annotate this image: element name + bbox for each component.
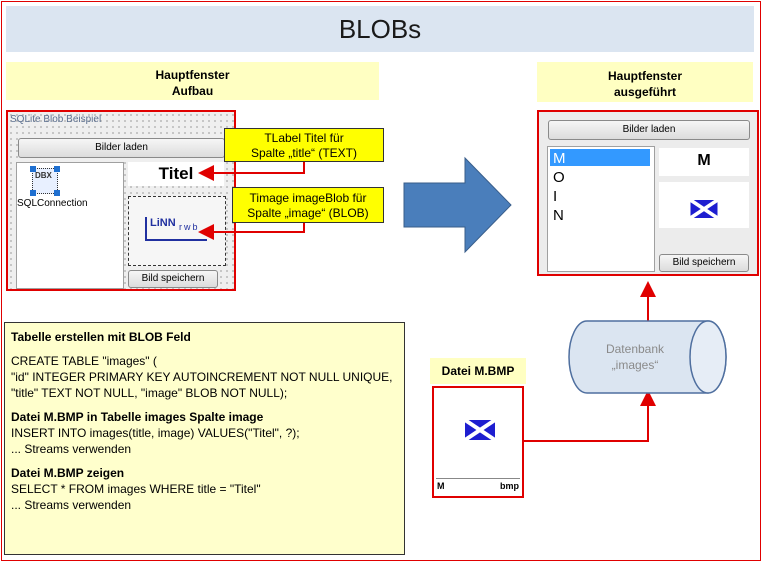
run-image-area: [659, 182, 749, 228]
sql-select-line: ... Streams verwenden: [11, 498, 132, 512]
run-load-button[interactable]: Bilder laden: [548, 120, 750, 140]
dbx-icon-node: [54, 166, 60, 172]
tlabel-callout: TLabel Titel für Spalte „title“ (TEXT): [224, 128, 384, 162]
linn-logo-text: LiNN: [150, 217, 176, 229]
list-item-label[interactable]: N: [553, 207, 564, 224]
database-label-line2: „images“: [611, 358, 659, 372]
dbx-icon-node: [30, 190, 36, 196]
linn-logo-sub: rwb: [179, 222, 200, 232]
database-label-line1: Datenbank: [605, 342, 665, 356]
timage-callout-line1: Timage imageBlob für: [249, 191, 367, 205]
tlabel-callout-line2: Spalte „title“ (TEXT): [250, 146, 358, 160]
database-label: Datenbank „images“: [580, 341, 690, 373]
sql-heading-insert: Datei M.BMP in Tabelle images Spalte ima…: [11, 410, 264, 424]
titel-label: Titel: [128, 162, 224, 186]
page-title: BLOBs: [6, 6, 754, 52]
design-load-button[interactable]: Bilder laden: [18, 138, 225, 158]
file-extension: bmp: [500, 481, 519, 491]
scotland-flag-file: [465, 420, 495, 440]
run-list: M O I N: [547, 146, 655, 272]
tlabel-callout-line1: TLabel Titel für: [264, 131, 344, 145]
design-window: SQLite Blob Beispiel Bilder laden DBX SQ…: [6, 110, 236, 291]
file-name: M: [437, 481, 445, 491]
sql-create-line: "id" INTEGER PRIMARY KEY AUTOINCREMENT N…: [11, 370, 393, 384]
list-item-label[interactable]: O: [553, 169, 565, 186]
sql-create-line: CREATE TABLE "images" (: [11, 354, 157, 368]
run-title-value: M: [659, 148, 749, 176]
sql-insert-line: INSERT INTO images(title, image) VALUES(…: [11, 426, 300, 440]
linn-logo: LiNN rwb: [145, 217, 207, 241]
file-label: Datei M.BMP: [430, 358, 526, 384]
list-item-label[interactable]: I: [553, 188, 558, 205]
file-box-divider: [436, 478, 520, 479]
design-save-button[interactable]: Bild speichern: [128, 270, 218, 288]
design-left-panel: DBX SQLConnection: [16, 162, 124, 289]
list-item-label: M: [553, 150, 566, 167]
dbx-component-icon: DBX: [30, 166, 60, 196]
sql-panel: Tabelle erstellen mit BLOB Feld CREATE T…: [4, 322, 405, 555]
dbx-icon-text: DBX: [35, 171, 52, 180]
image-blob-component: LiNN rwb: [128, 196, 226, 266]
right-header: Hauptfenster ausgeführt: [537, 62, 753, 102]
sql-select-line: SELECT * FROM images WHERE title = "Tite…: [11, 482, 261, 496]
design-window-caption: SQLite Blob Beispiel: [10, 114, 102, 125]
dbx-icon-node: [54, 190, 60, 196]
list-item[interactable]: [550, 149, 650, 166]
sql-heading-create: Tabelle erstellen mit BLOB Feld: [11, 330, 191, 344]
left-header-line1: Hauptfenster: [155, 68, 230, 82]
run-save-button[interactable]: Bild speichern: [659, 254, 749, 272]
sqlconnection-label: SQLConnection: [17, 198, 88, 209]
sql-heading-select: Datei M.BMP zeigen: [11, 466, 125, 480]
right-header-line2: ausgeführt: [613, 85, 676, 99]
timage-callout: Timage imageBlob für Spalte „image“ (BLO…: [232, 187, 384, 223]
dbx-icon-node: [30, 166, 36, 172]
file-box: M bmp: [432, 386, 524, 498]
scotland-flag-image: [690, 200, 718, 218]
left-header: Hauptfenster Aufbau: [6, 62, 379, 100]
sql-insert-line: ... Streams verwenden: [11, 442, 132, 456]
run-window: Bilder laden M O I N M Bild speichern: [537, 110, 759, 276]
left-header-line2: Aufbau: [171, 84, 214, 98]
right-header-line1: Hauptfenster: [607, 69, 682, 83]
sql-create-line: "title" TEXT NOT NULL, "image" BLOB NOT …: [11, 386, 288, 400]
timage-callout-line2: Spalte „image“ (BLOB): [247, 206, 369, 220]
